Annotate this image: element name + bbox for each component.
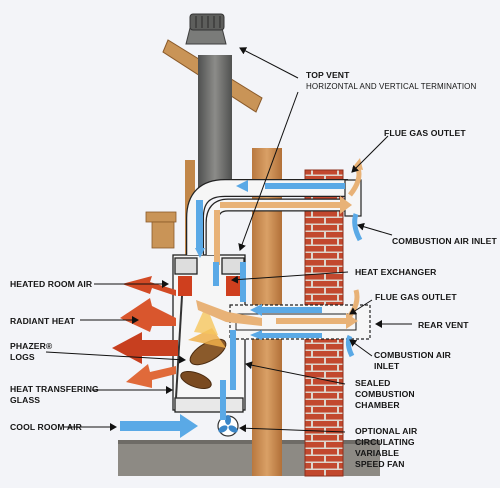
leader-logs bbox=[45, 351, 186, 364]
label-rear-vent: REAR VENT bbox=[418, 320, 469, 330]
label-heated-room-air: HEATED ROOM AIR bbox=[10, 279, 93, 289]
heat-exchanger bbox=[178, 276, 192, 296]
label-logs: LOGS bbox=[10, 352, 35, 362]
label-combustion-air-inlet-top: COMBUSTION AIR INLET bbox=[392, 236, 497, 246]
logs-graphic bbox=[180, 305, 227, 390]
leader-sealed-chamber bbox=[245, 361, 346, 385]
label-fan-2: CIRCULATING bbox=[355, 437, 415, 447]
label-combustion-air-inlet-mid-1: COMBUSTION AIR bbox=[374, 350, 451, 360]
label-sealed-3: CHAMBER bbox=[355, 400, 400, 410]
label-heat-exchanger: HEAT EXCHANGER bbox=[355, 267, 437, 277]
cool-air-flow-top bbox=[195, 180, 345, 258]
label-fan-1: OPTIONAL AIR bbox=[355, 426, 418, 436]
label-sealed-1: SEALED bbox=[355, 378, 391, 388]
cool-air-flow-mid bbox=[230, 304, 355, 390]
leader-heat-exchanger bbox=[231, 271, 349, 284]
leader-air-inlet-mid bbox=[349, 339, 373, 357]
label-cool-room-air: COOL ROOM AIR bbox=[10, 422, 82, 432]
label-phazer: PHAZER® bbox=[10, 341, 53, 351]
leader-flue-top bbox=[351, 135, 389, 173]
label-top-vent: TOP VENT bbox=[306, 70, 350, 80]
shelf bbox=[145, 211, 177, 223]
radiant-heat-arrows bbox=[112, 276, 178, 388]
label-glass: GLASS bbox=[10, 395, 41, 405]
glass-pane bbox=[175, 295, 183, 399]
flue-gas-flow-mid bbox=[196, 289, 360, 329]
leader-fan bbox=[239, 424, 346, 433]
label-radiant-heat: RADIANT HEAT bbox=[10, 316, 76, 326]
leader-flue-mid bbox=[349, 299, 373, 315]
label-flue-gas-outlet-top: FLUE GAS OUTLET bbox=[384, 128, 466, 138]
label-heat-transfer: HEAT TRANSFERING bbox=[10, 384, 99, 394]
label-combustion-air-inlet-mid-2: INLET bbox=[374, 361, 400, 371]
leader-air-inlet-top bbox=[357, 222, 393, 236]
label-fan-3: VARIABLE bbox=[355, 448, 400, 458]
chimney-pipe bbox=[198, 55, 232, 195]
label-top-vent-sub: HORIZONTAL AND VERTICAL TERMINATION bbox=[306, 82, 477, 91]
label-flue-gas-outlet-mid: FLUE GAS OUTLET bbox=[375, 292, 457, 302]
leader-top-vent bbox=[239, 47, 299, 79]
cool-room-air-arrow bbox=[120, 414, 198, 438]
label-fan-4: SPEED FAN bbox=[355, 459, 405, 469]
label-sealed-2: COMBUSTION bbox=[355, 389, 415, 399]
